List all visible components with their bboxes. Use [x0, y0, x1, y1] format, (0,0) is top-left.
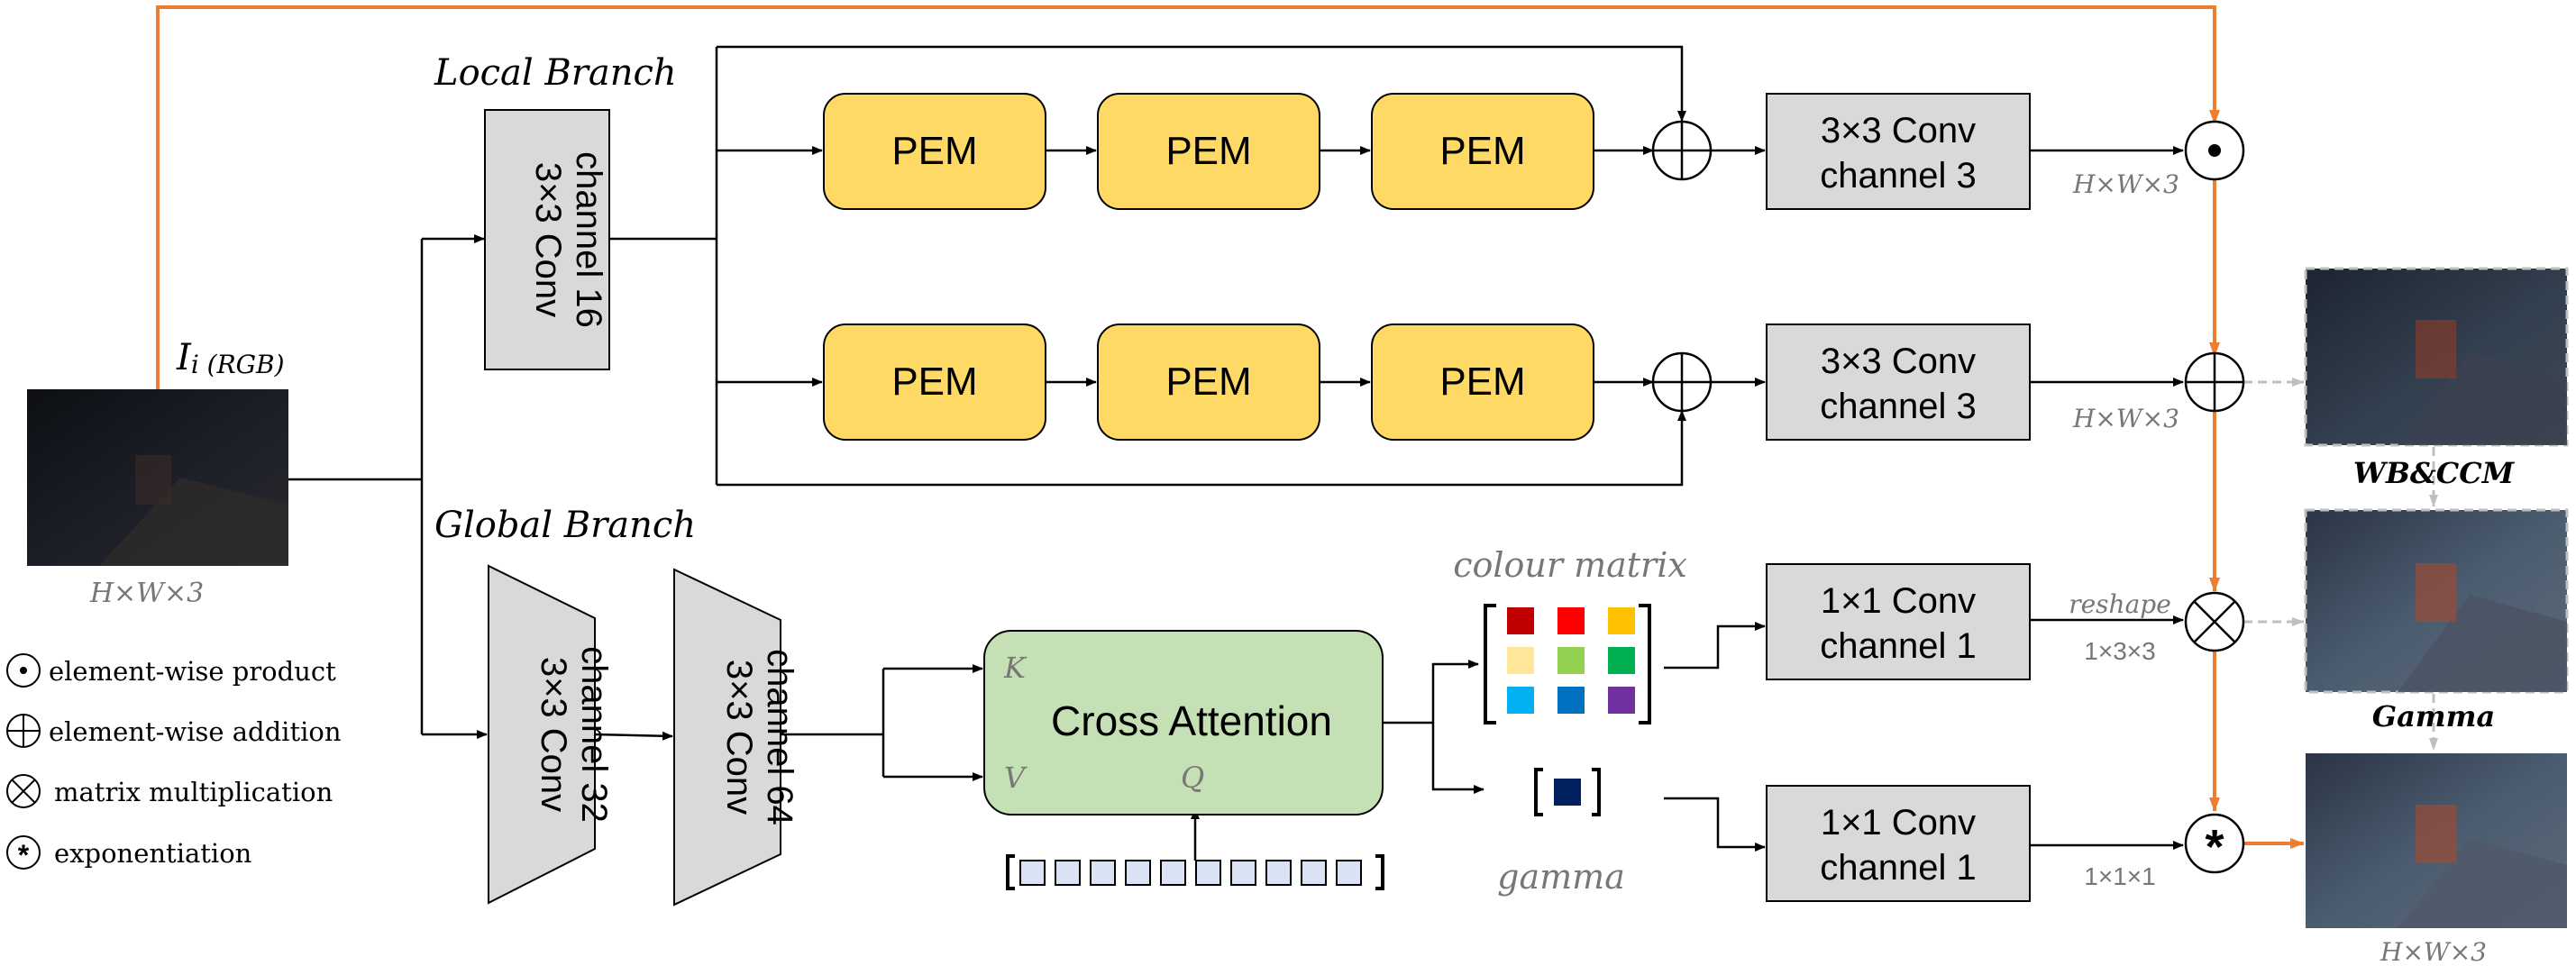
pem-block: PEM: [1439, 360, 1525, 404]
legend-label: matrix multiplication: [54, 777, 333, 807]
wbccm-label: WB&CCM: [2353, 456, 2516, 490]
query-token: [1090, 860, 1116, 886]
legend-label: element-wise product: [49, 656, 336, 687]
matrix-cell: [1608, 607, 1635, 634]
query-token: [1195, 860, 1221, 886]
conv-line1: 3×3 Conv: [534, 657, 573, 812]
query-tokens: [1006, 854, 1384, 890]
query-token: [1230, 860, 1256, 886]
pem-block: PEM: [891, 360, 977, 404]
pem-row-2: PEM PEM PEM: [823, 323, 1594, 441]
matrix-cell: [1557, 607, 1585, 634]
row3-dims: 1×3×3: [2084, 637, 2155, 665]
local-conv-3-b: 3×3 Conv channel 3: [1766, 323, 2031, 441]
output-image-wbccm: [2304, 267, 2569, 447]
product-op-icon: [2184, 120, 2245, 181]
connectors: [288, 45, 2184, 861]
conv-line1: 3×3 Conv: [1821, 342, 1976, 381]
local-branch-title: Local Branch: [434, 52, 677, 94]
product-legend-icon: [6, 653, 41, 688]
query-token: [1336, 860, 1362, 886]
colour-matrix-label: colour matrix: [1453, 545, 1687, 585]
row1-dims: H×W×3: [2072, 169, 2179, 199]
global-conv-1x1-a: 1×1 Conv channel 1: [1766, 563, 2031, 680]
global-conv-1x1-b: 1×1 Conv channel 1: [1766, 785, 2031, 902]
matrix-cell: [1507, 687, 1534, 714]
q-label: Q: [1181, 761, 1204, 795]
final-dims: H×W×3: [2380, 937, 2487, 967]
gamma-output-label: Gamma: [2372, 699, 2496, 734]
pem-block: PEM: [1439, 129, 1525, 173]
cross-attention-block: Cross Attention K V Q: [983, 630, 1384, 816]
query-token: [1019, 860, 1046, 886]
query-token: [1055, 860, 1081, 886]
conv-line1: 1×1 Conv: [1821, 581, 1976, 621]
matrix-cell: [1557, 687, 1585, 714]
pem-block: PEM: [891, 129, 977, 173]
cross-attention-label: Cross Attention: [1051, 697, 1332, 744]
input-image: [27, 389, 288, 566]
pem-block: PEM: [1165, 360, 1251, 404]
matrix-cell: [1507, 607, 1534, 634]
matmul-legend-icon: [6, 774, 41, 808]
output-image-final: [2306, 753, 2567, 928]
query-token: [1160, 860, 1186, 886]
add-op-icon: [2184, 351, 2245, 413]
conv-line1: 3×3 Conv: [1821, 111, 1976, 150]
conv-line2: channel 3: [1820, 387, 1976, 426]
conv-line1: 1×1 Conv: [1821, 803, 1976, 843]
legend-label: element-wise addition: [49, 716, 342, 747]
k-label: K: [1003, 651, 1028, 685]
v-label: V: [1004, 761, 1028, 795]
conv-line1: 3×3 Conv: [719, 660, 759, 815]
identity-path: [156, 5, 2305, 849]
output-links: [2243, 378, 2438, 751]
conv-line2: channel 32: [574, 646, 614, 823]
add-op-icon: [1651, 120, 1713, 181]
matrix-cell: [1608, 687, 1635, 714]
global-branch-title: Global Branch: [434, 505, 696, 546]
input-dims: H×W×3: [89, 578, 204, 609]
local-conv-3-a: 3×3 Conv channel 3: [1766, 93, 2031, 210]
matrix-cell: [1608, 647, 1635, 674]
query-token: [1301, 860, 1327, 886]
row2-dims: H×W×3: [2072, 404, 2179, 433]
svg-text:*: *: [2205, 820, 2224, 874]
global-conv-64: 3×3 Conv channel 64: [673, 568, 799, 907]
global-conv-32: 3×3 Conv channel 32: [488, 564, 614, 905]
add-legend-icon: [6, 714, 41, 748]
matrix-cell: [1507, 647, 1534, 674]
pem-block: PEM: [1165, 129, 1251, 173]
query-token: [1125, 860, 1151, 886]
conv-line2: channel 1: [1820, 848, 1976, 888]
input-label: Ii (RGB): [176, 337, 285, 379]
local-conv-16: 3×3 Conv channel 16: [484, 109, 610, 370]
query-token: [1265, 860, 1292, 886]
add-op-icon: [1651, 351, 1713, 413]
exp-legend-icon: *: [6, 835, 41, 871]
legend-label: exponentiation: [54, 838, 251, 869]
exp-op-icon: *: [2184, 813, 2245, 874]
row4-dims: 1×1×1: [2084, 862, 2155, 890]
svg-text:*: *: [18, 839, 30, 871]
gamma-cell: [1554, 779, 1581, 806]
gamma-scalar: [1534, 768, 1601, 816]
conv-line2: channel 64: [760, 649, 799, 825]
local-conv-16-line2: channel 16: [569, 151, 608, 328]
output-image-gamma: [2304, 508, 2569, 694]
gamma-label: gamma: [1497, 857, 1625, 897]
matmul-op-icon: [2184, 591, 2245, 652]
conv-line2: channel 3: [1820, 156, 1976, 196]
conv-line2: channel 1: [1820, 626, 1976, 666]
colour-matrix: [1484, 604, 1651, 724]
matrix-cell: [1557, 647, 1585, 674]
legend: element-wise product element-wise additi…: [6, 653, 342, 871]
reshape-label: reshape: [2069, 589, 2171, 619]
pem-row-1: PEM PEM PEM: [823, 93, 1594, 210]
local-conv-16-line1: 3×3 Conv: [528, 162, 568, 317]
